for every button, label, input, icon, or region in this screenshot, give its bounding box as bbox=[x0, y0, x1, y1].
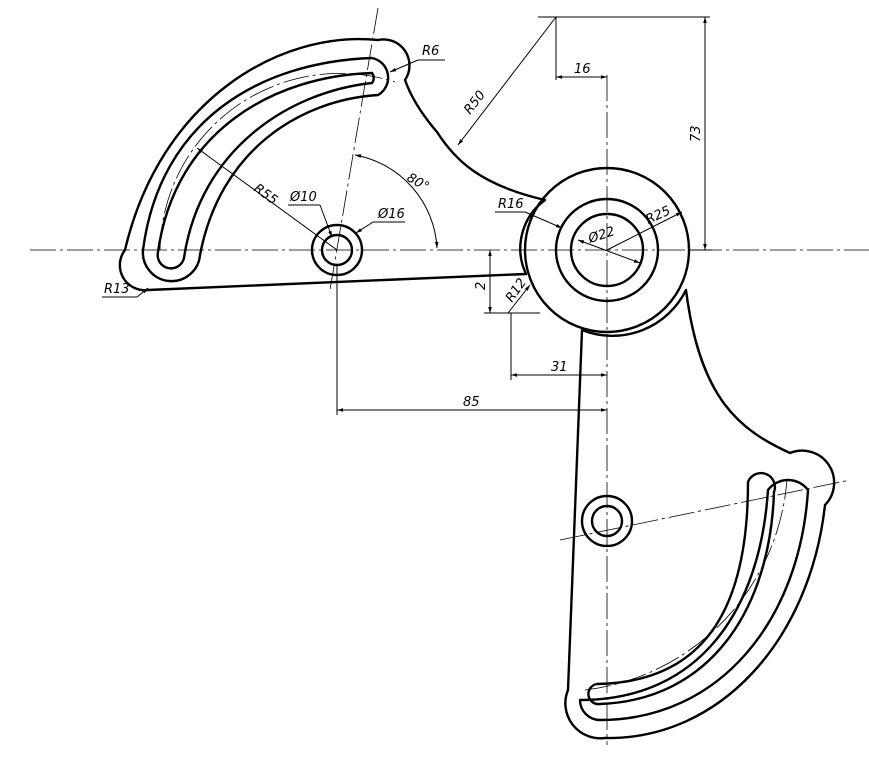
dim-r13: R13 bbox=[104, 282, 130, 297]
dim-dia10: Ø10 bbox=[289, 190, 317, 205]
dim-16: 16 bbox=[574, 62, 591, 77]
dim-dia22: Ø22 bbox=[586, 224, 617, 247]
dim-r16: R16 bbox=[498, 197, 524, 212]
part-outline bbox=[118, 37, 836, 740]
dim-r50: R50 bbox=[461, 88, 489, 117]
dim-31: 31 bbox=[551, 360, 568, 375]
dimension-labels: R6 R50 16 73 R55 Ø10 Ø16 80° R16 Ø22 R25… bbox=[104, 44, 704, 410]
dim-angle-80: 80° bbox=[404, 170, 431, 195]
dim-73: 73 bbox=[689, 125, 704, 142]
dim-dia16: Ø16 bbox=[377, 207, 405, 222]
dim-r6: R6 bbox=[422, 44, 439, 59]
dimension-lines bbox=[102, 16, 712, 415]
dim-85: 85 bbox=[463, 395, 480, 410]
dim-2: 2 bbox=[474, 282, 489, 290]
center-lines bbox=[30, 7, 869, 745]
dim-r55: R55 bbox=[251, 181, 281, 208]
